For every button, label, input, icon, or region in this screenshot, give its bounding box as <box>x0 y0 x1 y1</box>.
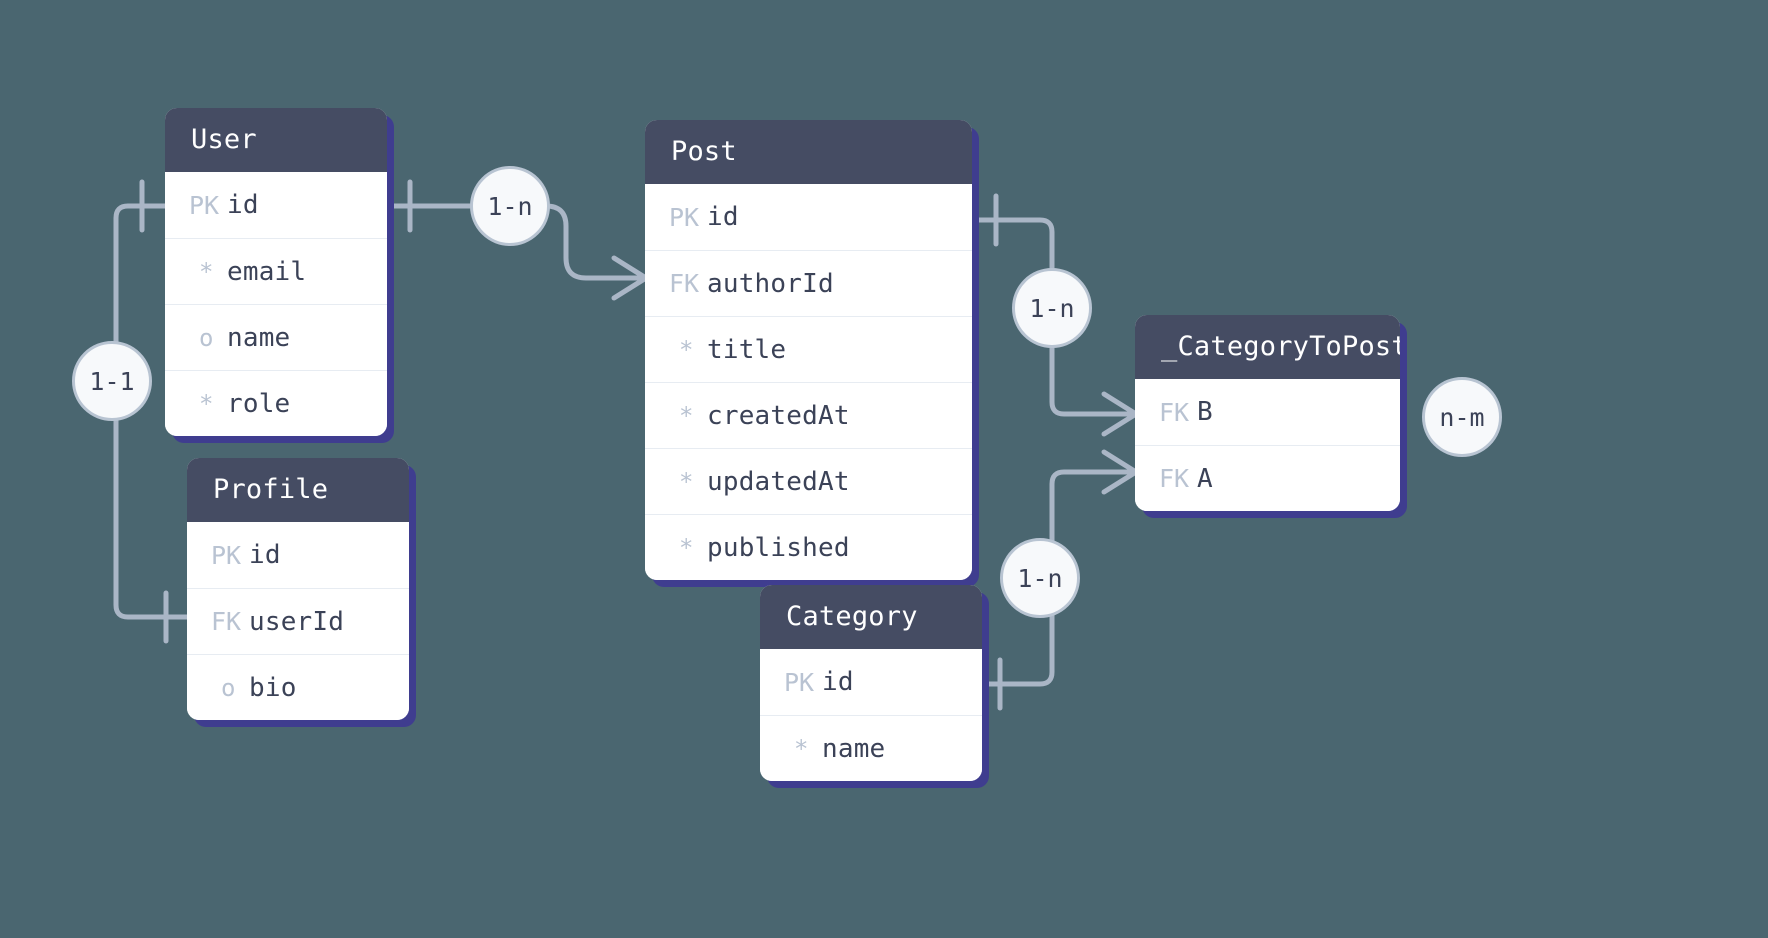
field-row[interactable]: * createdAt <box>645 382 972 448</box>
wire-category-ctp-upper <box>1049 469 1139 545</box>
field-key: * <box>679 467 694 496</box>
field-name: email <box>227 256 307 287</box>
field-key: * <box>679 401 694 430</box>
cardinality-badge-category-categorytopost[interactable]: 1-n <box>1000 538 1080 618</box>
field-name: id <box>822 667 854 697</box>
entity-user[interactable]: User PK id * email o name * role <box>165 108 387 436</box>
field-row[interactable]: * title <box>645 316 972 382</box>
field-key: * <box>199 389 214 418</box>
crowfoot-ctp-a-lower <box>1101 469 1139 495</box>
field-key: FK <box>211 607 242 636</box>
field-key: PK <box>189 190 220 220</box>
cardinality-badge-category-post[interactable]: n-m <box>1422 377 1502 457</box>
field-key: FK <box>1159 464 1190 493</box>
cardinality-badge-user-post[interactable]: 1-n <box>470 166 550 246</box>
field-row[interactable]: FK userId <box>187 588 409 654</box>
field-row[interactable]: PK id <box>645 184 972 250</box>
field-row[interactable]: PK id <box>165 172 387 238</box>
field-name: id <box>249 540 281 570</box>
field-row[interactable]: o bio <box>187 654 409 720</box>
crowfoot-post-lower <box>611 275 649 301</box>
field-row[interactable]: * email <box>165 238 387 304</box>
field-key: * <box>679 335 694 364</box>
field-name: updatedAt <box>707 466 850 497</box>
field-key: * <box>794 734 809 763</box>
field-key: PK <box>669 202 700 232</box>
field-row[interactable]: PK id <box>760 649 982 715</box>
field-row[interactable]: * published <box>645 514 972 580</box>
wire-user-profile-upper <box>113 203 169 348</box>
field-key: PK <box>784 667 815 697</box>
field-name: A <box>1197 463 1213 494</box>
crowfoot-ctp-a-upper <box>1101 449 1139 475</box>
wire-category-ctp-lower <box>979 607 1055 687</box>
entity-post-title: Post <box>645 120 972 184</box>
field-name: name <box>822 733 886 764</box>
field-name: title <box>707 334 787 365</box>
entity-category[interactable]: Category PK id * name <box>760 585 982 781</box>
field-name: name <box>227 322 291 353</box>
field-key: PK <box>211 540 242 570</box>
cardinality-badge-user-profile[interactable]: 1-1 <box>72 341 152 421</box>
field-row[interactable]: * name <box>760 715 982 781</box>
field-name: id <box>707 202 739 232</box>
crowfoot-ctp-b-lower <box>1101 411 1139 437</box>
entity-category-to-post-fields: FK B FK A <box>1135 379 1400 511</box>
field-name: createdAt <box>707 400 850 431</box>
wire-user-post-right <box>543 203 649 281</box>
field-key: FK <box>669 269 700 298</box>
field-name: id <box>227 190 259 220</box>
field-name: role <box>227 388 291 419</box>
entity-profile[interactable]: Profile PK id FK userId o bio <box>187 458 409 720</box>
field-key: * <box>199 257 214 286</box>
field-name: bio <box>249 672 297 703</box>
crowfoot-ctp-b-upper <box>1101 391 1139 417</box>
wire-post-ctp-lower <box>1049 337 1139 417</box>
entity-category-to-post-title: _CategoryToPost <box>1135 315 1400 379</box>
field-key: o <box>199 323 214 352</box>
cardinality-badge-post-categorytopost[interactable]: 1-n <box>1012 268 1092 348</box>
entity-user-fields: PK id * email o name * role <box>165 172 387 436</box>
field-key: o <box>221 673 236 702</box>
field-name: userId <box>249 606 345 637</box>
wire-post-ctp-upper <box>969 217 1055 275</box>
entity-post-fields: PK id FK authorId * title * createdAt * … <box>645 184 972 580</box>
crowfoot-post-upper <box>611 255 649 281</box>
field-name: published <box>707 532 850 563</box>
wire-user-profile-lower <box>113 410 191 620</box>
field-name: authorId <box>707 268 834 299</box>
field-row[interactable]: FK B <box>1135 379 1400 445</box>
field-name: B <box>1197 397 1213 427</box>
field-row[interactable]: PK id <box>187 522 409 588</box>
field-row[interactable]: o name <box>165 304 387 370</box>
entity-user-title: User <box>165 108 387 172</box>
field-row[interactable]: FK authorId <box>645 250 972 316</box>
field-row[interactable]: * role <box>165 370 387 436</box>
entity-category-fields: PK id * name <box>760 649 982 781</box>
field-row[interactable]: * updatedAt <box>645 448 972 514</box>
field-key: * <box>679 533 694 562</box>
entity-category-title: Category <box>760 585 982 649</box>
entity-profile-title: Profile <box>187 458 409 522</box>
field-row[interactable]: FK A <box>1135 445 1400 511</box>
entity-category-to-post[interactable]: _CategoryToPost FK B FK A <box>1135 315 1400 511</box>
entity-post[interactable]: Post PK id FK authorId * title * created… <box>645 120 972 580</box>
field-key: FK <box>1159 397 1190 427</box>
entity-profile-fields: PK id FK userId o bio <box>187 522 409 720</box>
